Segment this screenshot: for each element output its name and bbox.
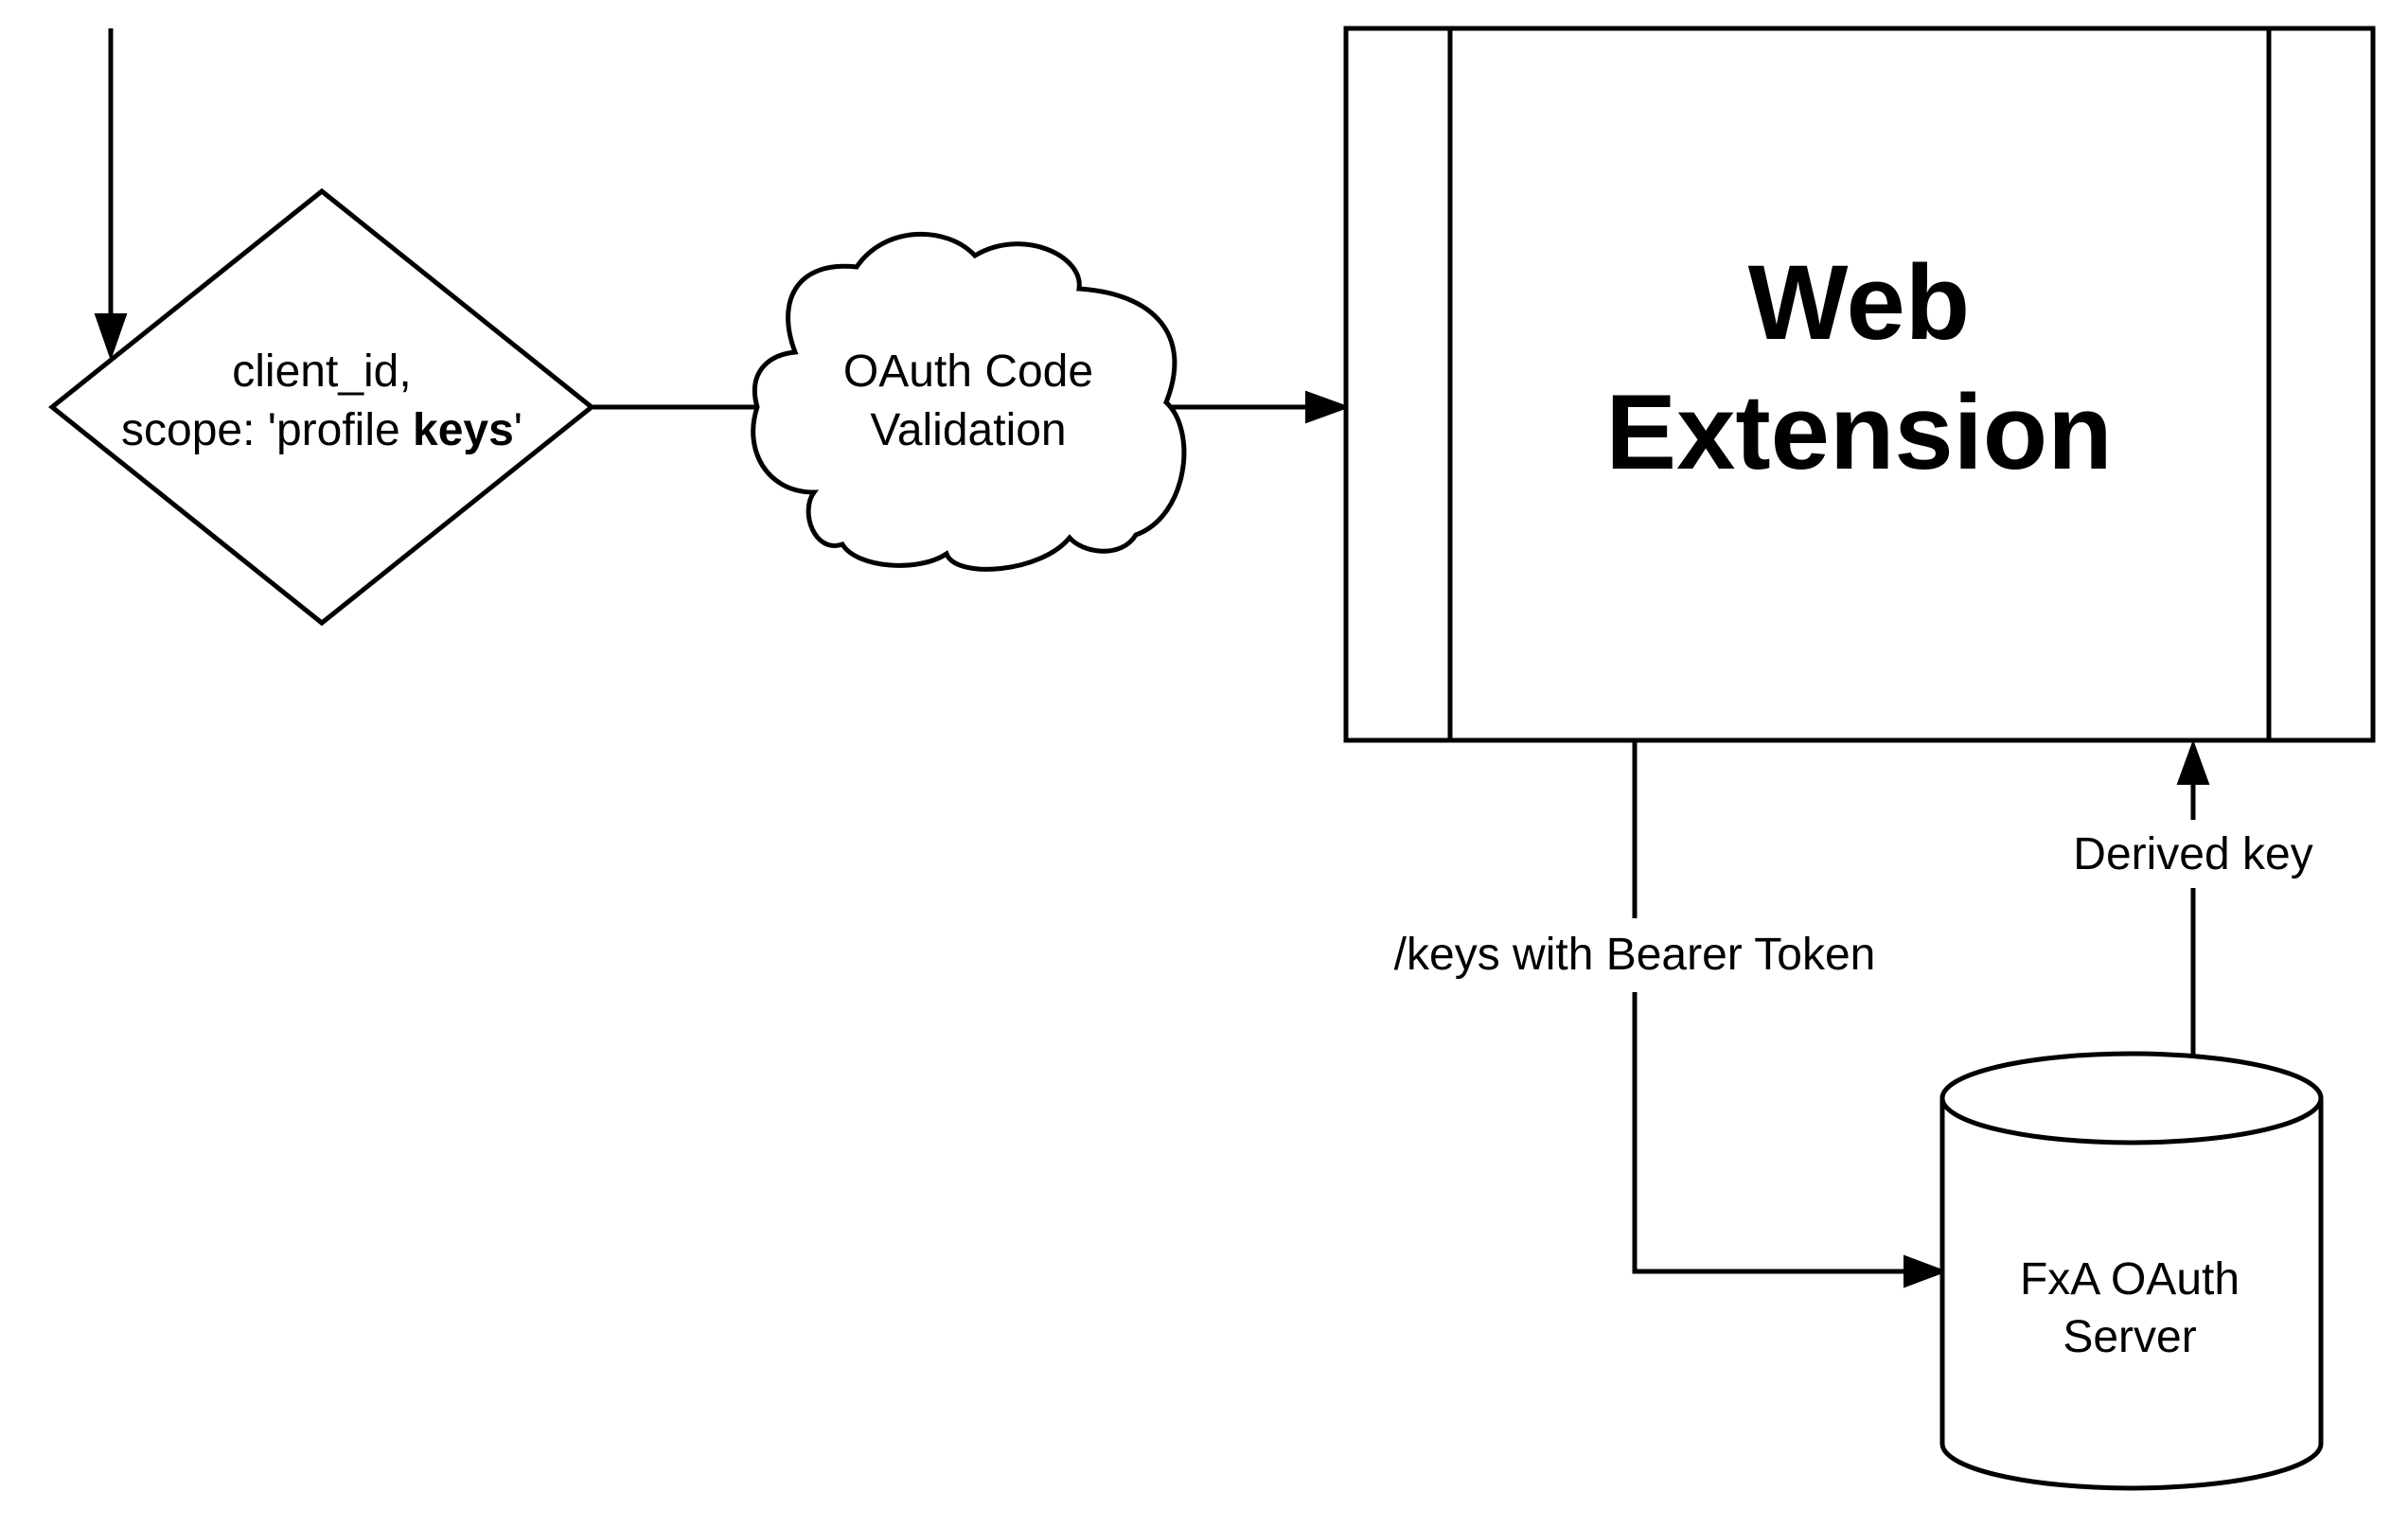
fxa-oauth-server-database: FxA OAuth Server bbox=[1939, 1051, 2324, 1491]
decision-label-line2: scope: 'profile keys' bbox=[121, 405, 522, 455]
web-extension-box: Web Extension bbox=[1343, 26, 2376, 743]
keys-request-label: /keys with Bearer Token bbox=[1394, 930, 1876, 980]
database-label-line1: FxA OAuth bbox=[2020, 1254, 2240, 1305]
incoming-arrow bbox=[94, 28, 128, 362]
derived-key-edge: Derived key bbox=[2059, 739, 2328, 1058]
keys-request-edge: /keys with Bearer Token bbox=[1363, 740, 1948, 1288]
decision-label-bold-keys: keys bbox=[413, 405, 514, 455]
cloud-label-line2: Validation bbox=[870, 405, 1066, 455]
web-extension-title-line2: Extension bbox=[1605, 373, 2112, 491]
decision-diamond: client_id, scope: 'profile keys' bbox=[47, 187, 596, 627]
cloud-to-extension-arrow bbox=[1172, 390, 1351, 424]
web-extension-title-line1: Web bbox=[1748, 243, 1970, 362]
database-label-line2: Server bbox=[2063, 1312, 2196, 1362]
cloud-label-line1: OAuth Code bbox=[843, 346, 1093, 397]
decision-label-line1: client_id, bbox=[232, 346, 411, 397]
derived-key-label: Derived key bbox=[2073, 829, 2312, 879]
oauth-validation-cloud: OAuth Code Validation bbox=[751, 231, 1187, 572]
